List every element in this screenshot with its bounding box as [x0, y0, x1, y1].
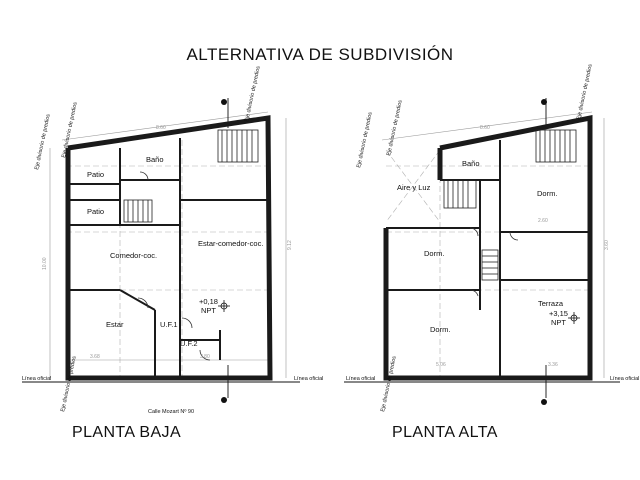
axis-marker-icon	[221, 99, 227, 105]
axis-marker-icon	[541, 399, 547, 405]
room-label-patio: Patio	[87, 207, 104, 216]
dimension-text: 8.60	[156, 125, 166, 131]
dimension-text: 5.06	[436, 362, 446, 368]
door-swing-icon	[469, 289, 479, 297]
linea-oficial-label: Línea oficial	[610, 376, 639, 382]
plan-caption-planta-alta: PLANTA ALTA	[392, 424, 498, 441]
eje-divisorio-label: Eje divisorio de predios	[34, 113, 52, 170]
dimension-text: 10.00	[42, 257, 48, 270]
door-swing-icon	[469, 227, 479, 237]
door-swing-icon	[139, 171, 149, 181]
axis-marker-icon	[221, 397, 227, 403]
stairs-small-icon	[123, 199, 153, 223]
dimension-text: 2.60	[538, 218, 548, 224]
eje-divisorio-label: Eje divisorio de predios	[356, 111, 374, 168]
room-label-aire-luz: Aire y Luz	[397, 183, 431, 192]
aire-luz-cross	[385, 149, 441, 223]
linea-oficial-label: Línea oficial	[294, 376, 323, 382]
room-label-bano: Baño	[462, 159, 480, 168]
outer-walls	[383, 228, 500, 381]
dimension-text: 3.80	[200, 354, 210, 360]
dim-line-top	[61, 111, 269, 141]
door-swing-icon	[509, 231, 519, 241]
outer-walls	[439, 114, 593, 381]
dimension-text: 3.68	[90, 354, 100, 360]
unit-label-uf1: U.F.1	[160, 320, 178, 329]
room-label-estar: Estar	[106, 320, 124, 329]
linea-oficial-label: Línea oficial	[346, 376, 375, 382]
level-value: +0,18	[199, 297, 218, 306]
room-label-dorm: Dorm.	[430, 325, 450, 334]
dim-line-top	[381, 111, 593, 141]
plan-caption-planta-baja: PLANTA BAJA	[72, 424, 182, 441]
outer-walls	[65, 115, 273, 381]
level-ref: NPT	[201, 306, 216, 315]
linea-oficial-label: Línea oficial	[22, 376, 51, 382]
room-label-estar-comedor: Estar-comedor-coc.	[198, 239, 263, 248]
street-name: Calle Mozart Nº 90	[148, 408, 194, 415]
stairs-lower-icon	[443, 179, 499, 281]
plan-planta-alta: Aire y Luz Baño Dorm. Dorm. Dorm. Terraz…	[344, 63, 639, 412]
room-label-dorm: Dorm.	[537, 189, 557, 198]
axis-marker-icon	[541, 99, 547, 105]
dimension-text: 9.12	[287, 240, 293, 250]
stairs-icon	[217, 129, 259, 163]
page-title: ALTERNATIVA DE SUBDIVISIÓN	[186, 45, 454, 64]
level-ref: NPT	[551, 318, 566, 327]
dimension-text: 3.36	[548, 362, 558, 368]
stairs-icon	[535, 129, 577, 163]
dimension-text: 8.60	[480, 125, 490, 131]
unit-label-uf2: U.F.2	[180, 339, 198, 348]
dimension-text: 3.60	[604, 240, 610, 250]
door-swing-icon	[137, 297, 149, 309]
room-label-terraza: Terraza	[538, 299, 564, 308]
door-swing-icon	[199, 349, 211, 361]
room-label-patio: Patio	[87, 170, 104, 179]
eje-divisorio-label: Eje divisorio de predios	[386, 99, 404, 156]
plan-planta-baja: Patio Baño Patio Comedor-coc. Estar-come…	[22, 65, 323, 415]
eje-divisorio-label: Eje divisorio de predios	[380, 355, 398, 412]
room-label-comedor: Comedor-coc.	[110, 251, 157, 260]
interior-wall	[119, 289, 156, 311]
room-label-dorm: Dorm.	[424, 249, 444, 258]
door-swing-icon	[181, 317, 193, 329]
room-label-bano: Baño	[146, 155, 164, 164]
level-value: +3,15	[549, 309, 568, 318]
